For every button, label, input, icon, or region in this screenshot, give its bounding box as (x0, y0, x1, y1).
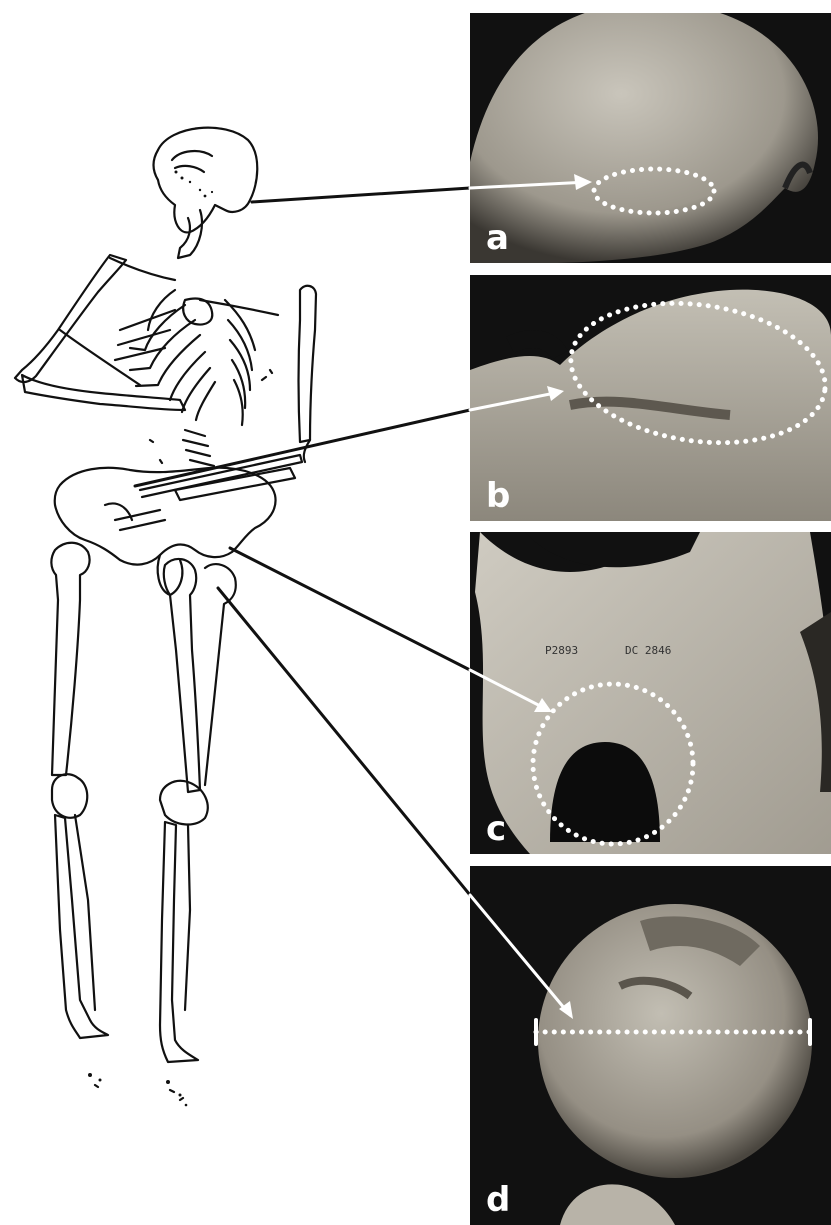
humerus-left (15, 255, 126, 382)
skeleton-drawing (0, 0, 470, 1225)
clavicle-left (110, 258, 175, 280)
skull (154, 128, 258, 233)
spine (183, 430, 214, 466)
humerus-right (299, 286, 317, 442)
knee-right (160, 781, 208, 825)
tibia-right (160, 822, 198, 1062)
sternum (183, 299, 212, 325)
photo-panel-a: a (470, 13, 831, 263)
photo-panel-b: b (470, 275, 831, 521)
panel-label-b: b (486, 479, 510, 513)
ribcage (115, 290, 255, 425)
mandible (178, 210, 202, 258)
knee-left (52, 774, 87, 818)
specimen-number-right: DC 2846 (625, 644, 671, 657)
specimen-number-left: P2893 (545, 644, 578, 657)
panel-label-a: a (486, 221, 509, 255)
panel-label-d: d (486, 1183, 510, 1217)
forearm-left (22, 375, 185, 410)
clavicle-right (200, 300, 278, 315)
pelvis (55, 468, 276, 565)
forearm-right (175, 468, 295, 500)
panel-label-c: c (486, 812, 506, 846)
photo-panel-c: P2893 DC 2846 c (470, 532, 831, 854)
photo-panel-d: d (470, 866, 831, 1225)
tibia-left (55, 815, 108, 1038)
femur-right (164, 559, 200, 792)
femur-left (51, 543, 89, 775)
